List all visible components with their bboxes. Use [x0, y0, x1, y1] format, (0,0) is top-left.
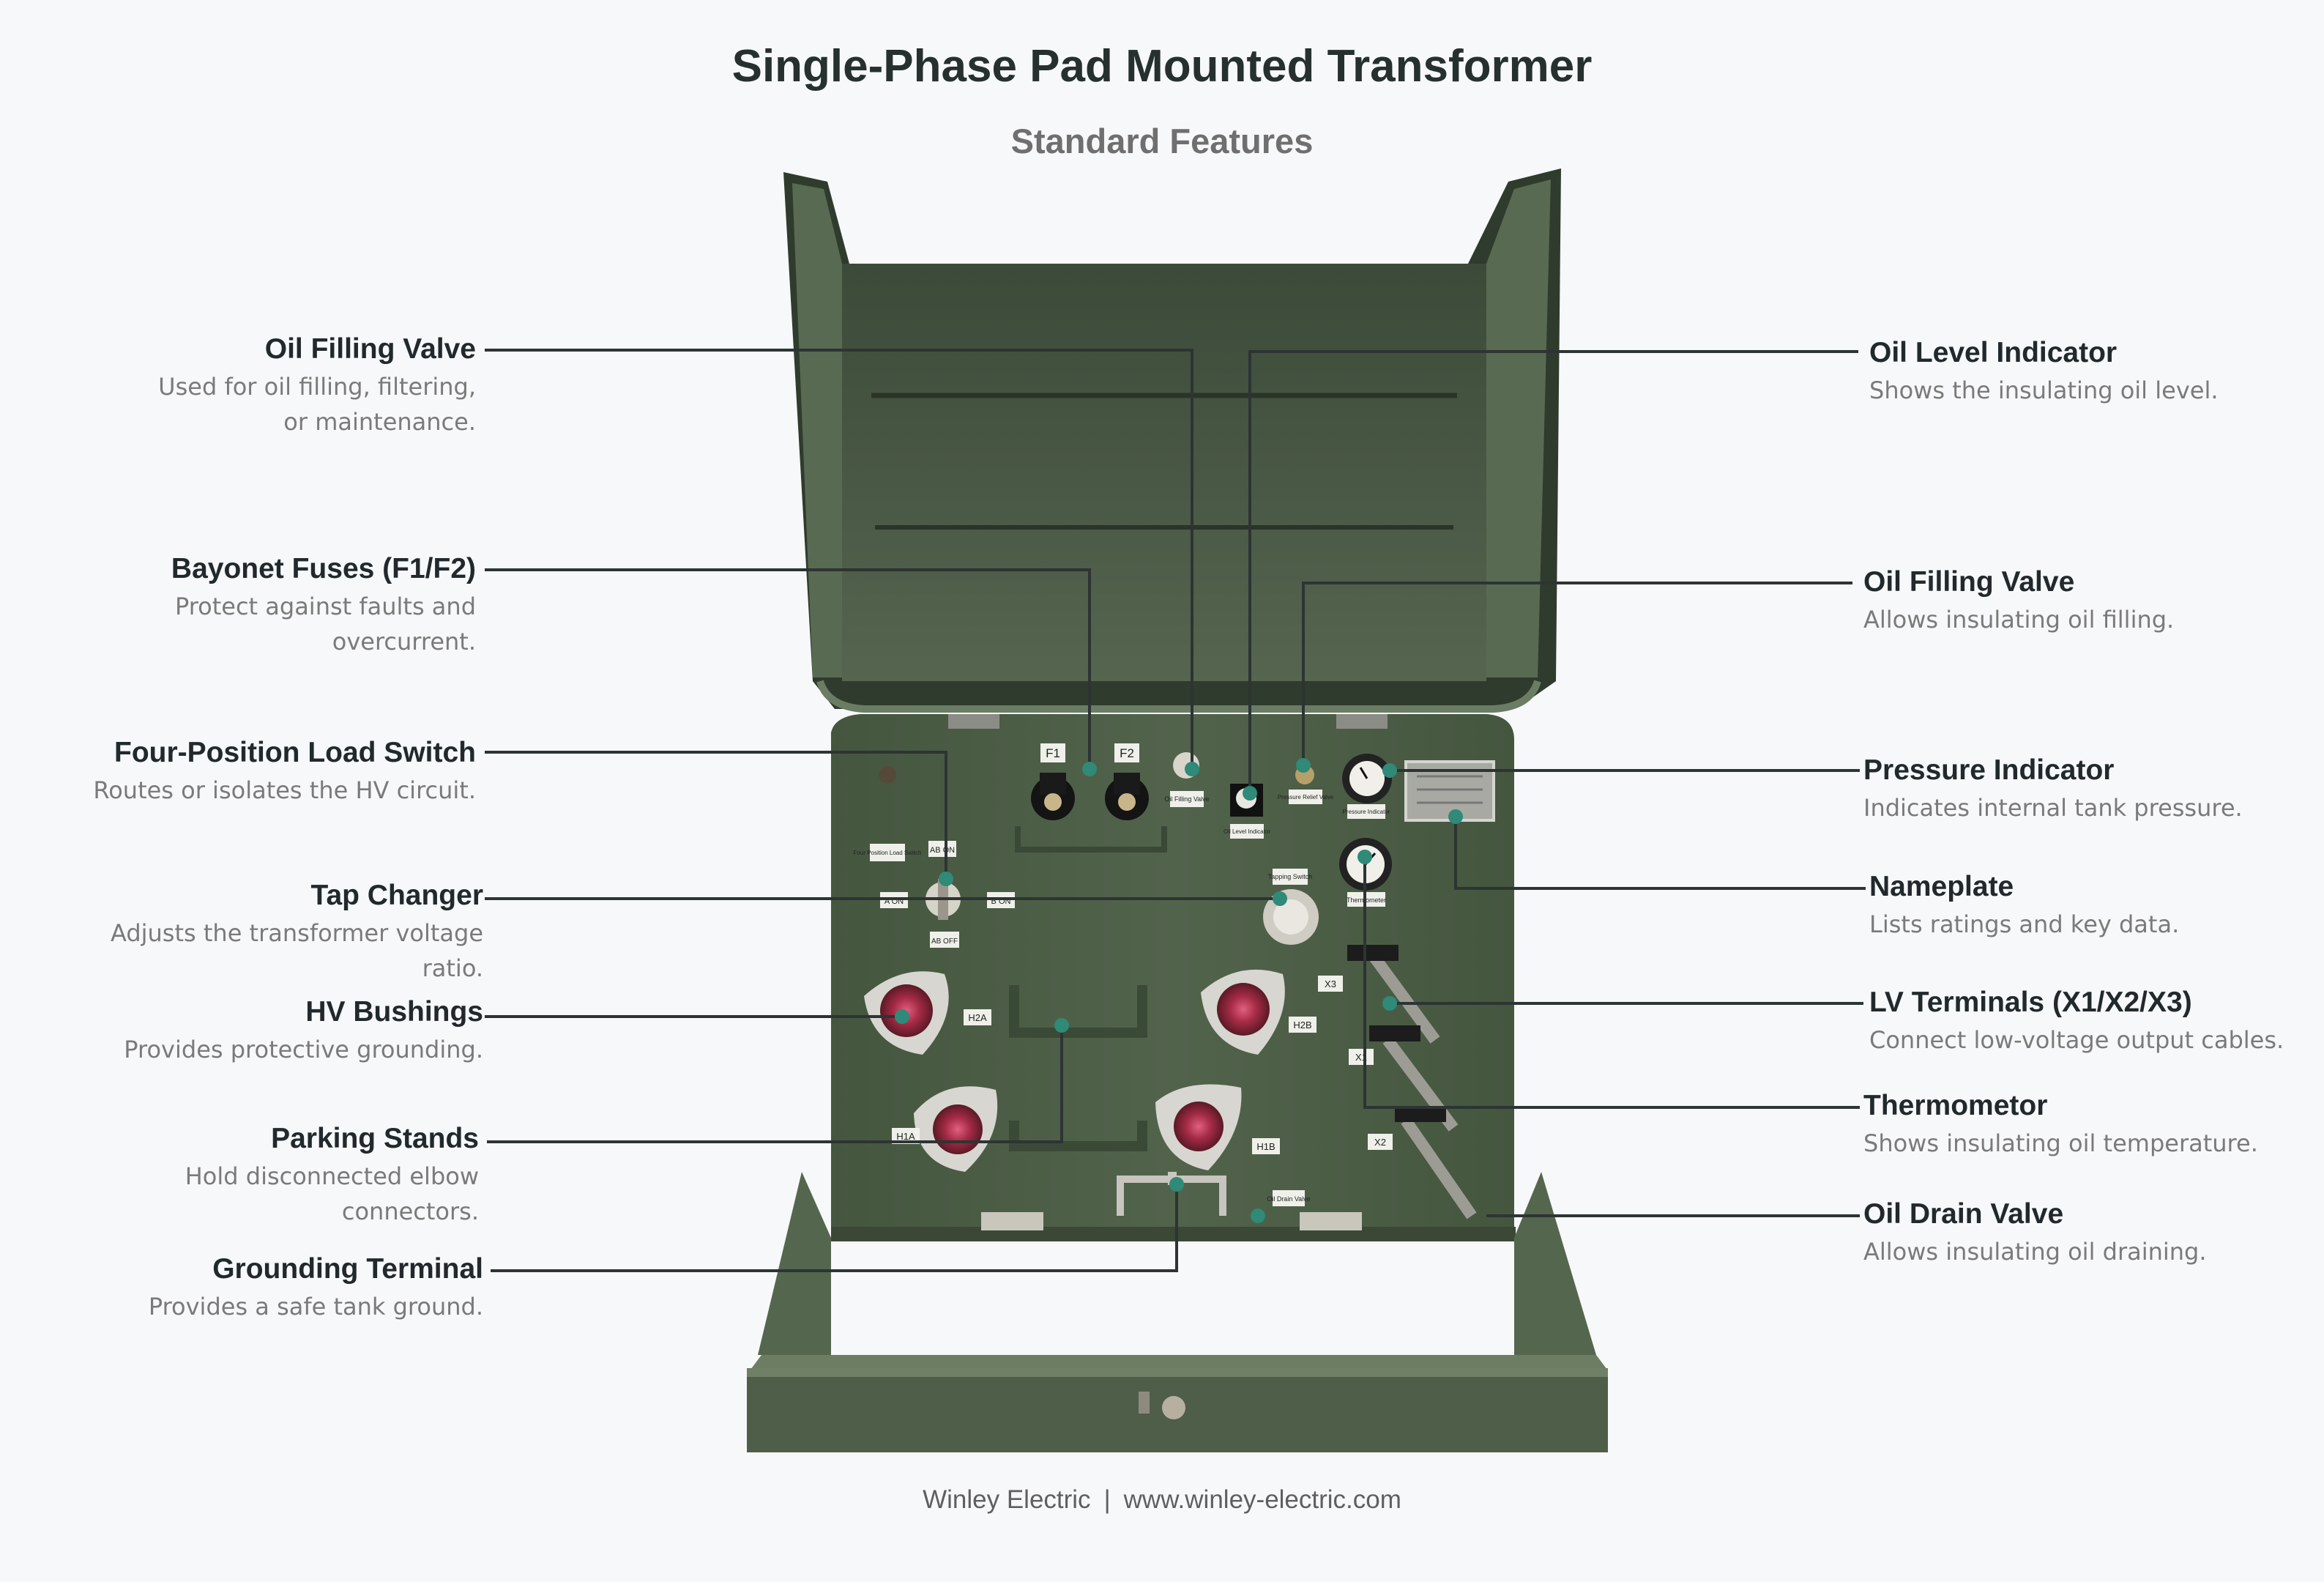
callout-title: Oil Filling Valve — [1863, 566, 2075, 598]
callout-title: Bayonet Fuses (F1/F2) — [171, 553, 476, 584]
svg-text:Oil Level Indicator: Oil Level Indicator — [1224, 828, 1270, 835]
callout-oil-filling-valve-left: Oil Filling Valve Used for oil filling, … — [7, 331, 476, 439]
callout-title: Oil Drain Valve — [1863, 1198, 2064, 1230]
callout-title: Oil Filling Valve — [264, 333, 476, 365]
callout-thermometer: Thermometor Shows insulating oil tempera… — [1863, 1088, 2324, 1161]
cabinet-sill — [747, 1172, 1608, 1452]
callout-desc: Lists ratings and key data. — [1869, 910, 2180, 938]
callout-title: Pressure Indicator — [1863, 754, 2115, 786]
callout-title: Oil Level Indicator — [1869, 337, 2118, 368]
callout-tap-changer: Tap Changer Adjusts the transformer volt… — [15, 877, 483, 986]
svg-text:Oil Filling Valve: Oil Filling Valve — [1164, 795, 1209, 803]
hv-bushings: H2A H2B H1A H1B — [864, 969, 1316, 1172]
footer-brand: Winley Electric — [923, 1485, 1091, 1514]
callout-grounding-terminal: Grounding Terminal Provides a safe tank … — [15, 1251, 483, 1324]
parking-stands — [1009, 985, 1147, 1151]
callout-load-switch: Four-Position Load Switch Routes or isol… — [7, 735, 476, 808]
callout-oil-level-indicator: Oil Level Indicator Shows the insulating… — [1869, 335, 2324, 408]
svg-text:H2A: H2A — [968, 1012, 987, 1023]
callout-leaders — [485, 349, 1866, 1272]
svg-text:H1A: H1A — [896, 1131, 915, 1142]
svg-text:H2B: H2B — [1293, 1020, 1311, 1030]
footer: Winley Electric | www.winley-electric.com — [0, 1485, 2324, 1515]
page-title: Single-Phase Pad Mounted Transformer — [731, 41, 1593, 92]
callout-desc: Connect low-voltage output cables. — [1869, 1026, 2284, 1054]
footer-website[interactable]: www.winley-electric.com — [1123, 1485, 1401, 1514]
footer-separator: | — [1103, 1485, 1111, 1514]
callout-title: Thermometor — [1863, 1090, 2048, 1121]
callout-title: Tap Changer — [310, 880, 483, 911]
page-subtitle: Standard Features — [1010, 122, 1314, 160]
svg-text:X3: X3 — [1325, 978, 1336, 989]
callout-desc: Provides protective grounding. — [124, 1036, 483, 1063]
callout-markers — [895, 758, 1463, 1223]
callout-title: Four-Position Load Switch — [114, 737, 476, 768]
callout-hv-bushings: HV Bushings Provides protective groundin… — [15, 994, 483, 1067]
svg-text:AB OFF: AB OFF — [931, 937, 958, 946]
callout-desc: Allows insulating oil filling. — [1863, 606, 2175, 634]
callout-title: Nameplate — [1869, 871, 2014, 902]
lv-terminals: X3 X1 X2 — [1318, 945, 1477, 1219]
callout-title: LV Terminals (X1/X2/X3) — [1869, 987, 2192, 1018]
svg-text:Pressure Indicator: Pressure Indicator — [1343, 809, 1390, 815]
bayonet-fuses: F1 F2 — [1015, 743, 1167, 853]
callout-pressure-indicator: Pressure Indicator Indicates internal ta… — [1863, 752, 2324, 825]
svg-text:AB ON: AB ON — [930, 846, 955, 855]
callout-title: Grounding Terminal — [212, 1253, 483, 1285]
callout-oil-drain-valve: Oil Drain Valve Allows insulating oil dr… — [1863, 1196, 2324, 1269]
svg-text:Thermometer: Thermometer — [1347, 896, 1386, 904]
callout-desc: Shows the insulating oil level. — [1869, 376, 2219, 404]
svg-text:Four Position Load Switch: Four Position Load Switch — [854, 850, 922, 856]
svg-text:F2: F2 — [1120, 746, 1134, 760]
callout-bayonet-fuses: Bayonet Fuses (F1/F2) Protect against fa… — [7, 551, 476, 659]
callout-desc: Indicates internal tank pressure. — [1863, 794, 2243, 822]
svg-text:H1B: H1B — [1256, 1141, 1275, 1152]
callout-desc: Allows insulating oil draining. — [1863, 1238, 2207, 1266]
callout-desc: Used for oil filling, filtering,or maint… — [158, 373, 476, 436]
callout-title: HV Bushings — [305, 996, 483, 1028]
callout-desc: Provides a safe tank ground. — [148, 1293, 483, 1321]
callout-oil-filling-valve-right: Oil Filling Valve Allows insulating oil … — [1863, 564, 2324, 637]
tap-changer: Tapping Switch — [1263, 869, 1319, 945]
callout-nameplate: Nameplate Lists ratings and key data. — [1869, 869, 2324, 942]
callout-lv-terminals: LV Terminals (X1/X2/X3) Connect low-volt… — [1869, 984, 2324, 1058]
callout-desc: Shows insulating oil temperature. — [1863, 1129, 2258, 1157]
cabinet-lid — [783, 168, 1561, 713]
svg-text:Tapping Switch: Tapping Switch — [1268, 873, 1313, 880]
svg-text:Pressure Relief Valve: Pressure Relief Valve — [1278, 794, 1334, 801]
callout-desc: Routes or isolates the HV circuit. — [93, 776, 476, 804]
svg-text:F1: F1 — [1046, 746, 1060, 760]
callout-title: Parking Stands — [271, 1123, 479, 1154]
svg-text:Oil Drain Valve: Oil Drain Valve — [1267, 1195, 1310, 1203]
svg-text:X2: X2 — [1374, 1137, 1386, 1148]
